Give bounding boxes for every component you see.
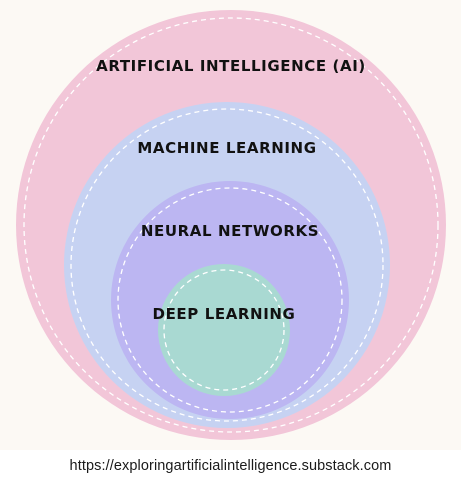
ring-neural-networks-label: NEURAL NETWORKS: [141, 222, 319, 240]
ring-neural-networks-dashed-border: [117, 187, 343, 413]
ring-deep-learning-label: DEEP LEARNING: [153, 305, 296, 323]
ring-ai-label: ARTIFICIAL INTELLIGENCE (AI): [96, 57, 366, 75]
ring-ai-dashed-border: [23, 17, 439, 433]
source-url: https://exploringartificialintelligence.…: [69, 458, 392, 474]
ring-deep-learning-dashed-border: [163, 269, 285, 391]
ring-machine-learning-dashed-border: [70, 108, 384, 422]
ring-machine-learning-label: MACHINE LEARNING: [137, 139, 316, 157]
nested-circles-diagram: ARTIFICIAL INTELLIGENCE (AI) MACHINE LEA…: [0, 0, 461, 450]
ring-deep-learning: DEEP LEARNING: [153, 264, 296, 396]
ring-deep-learning-circle: [158, 264, 290, 396]
